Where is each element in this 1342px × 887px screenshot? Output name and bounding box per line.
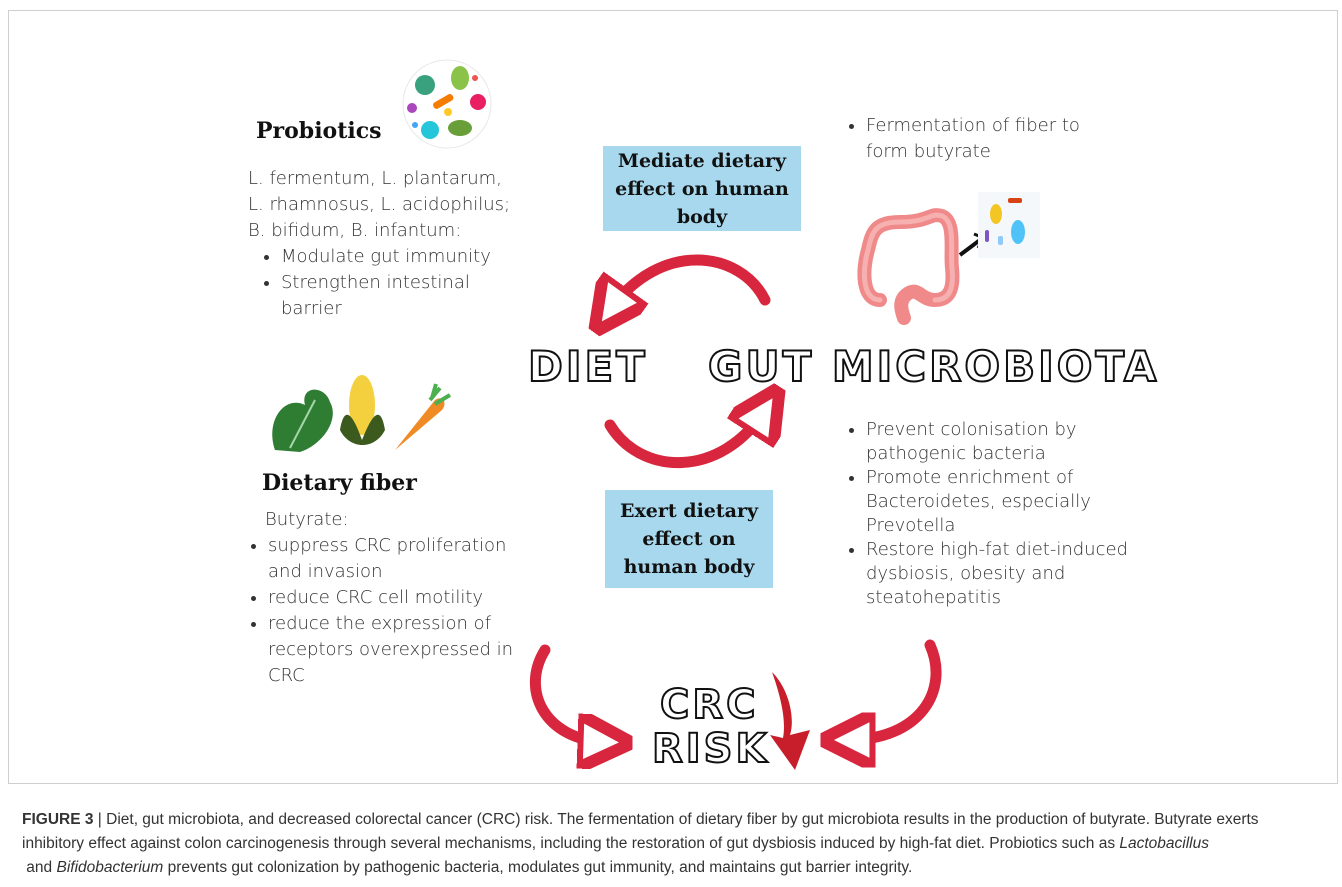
microbiota-top-bullets: Fermentation of fiber to form butyrate	[846, 113, 1106, 165]
bacteria-icon	[978, 192, 1040, 258]
figure-label: FIGURE 3	[22, 811, 94, 828]
colon-icon	[857, 208, 987, 325]
probiotics-species: L. fermentum, L. plantarum, L. rhamnosus…	[248, 166, 548, 244]
arrow-diet-to-gut	[604, 410, 765, 469]
caption-separator: |	[93, 811, 107, 828]
dietary-fiber-bullets: suppress CRC proliferation and invasion …	[248, 533, 533, 689]
caption-italic-lactobacillus: Lactobacillus	[1119, 835, 1209, 852]
figure-caption: FIGURE 3 | Diet, gut microbiota, and dec…	[22, 808, 1322, 880]
vegetables-icon	[272, 375, 452, 452]
arrow-gut-to-diet	[610, 254, 771, 310]
crc-label: CRC	[659, 681, 759, 729]
list-item: reduce CRC cell motility	[268, 585, 533, 611]
arrow-gut-to-crc	[848, 639, 942, 740]
microbes-icon	[402, 59, 492, 149]
probiotics-bullets: Modulate gut immunity Strengthen intesti…	[261, 244, 506, 322]
caption-text-c: prevents gut colonization by pathogenic …	[163, 859, 913, 876]
down-arrow-icon	[770, 672, 810, 770]
list-item: Prevent colonisation by pathogenic bacte…	[866, 418, 1131, 466]
exert-effect-text: Exert dietary effect on human body	[619, 500, 759, 578]
caption-italic-bifidobacterium: Bifidobacterium	[56, 859, 164, 876]
arrow-diet-to-crc	[529, 644, 605, 742]
gut-microbiota-label: GUT MICROBIOTA	[707, 341, 1160, 392]
mediate-effect-text: Mediate dietary effect on human body	[615, 149, 789, 228]
caption-text-a: Diet, gut microbiota, and decreased colo…	[22, 811, 1259, 852]
list-item: suppress CRC proliferation and invasion	[268, 533, 533, 585]
risk-label: RISK	[651, 725, 770, 773]
species-line: L. fermentum, L. plantarum,	[248, 168, 502, 189]
caption-text-b: and	[22, 859, 57, 876]
list-item: reduce the expression of receptors overe…	[268, 611, 533, 689]
list-item: Promote enrichment of Bacteroidetes, esp…	[866, 466, 1131, 538]
list-item: Restore high-fat diet-induced dysbiosis,…	[866, 538, 1131, 610]
species-line: L. rhamnosus, L. acidophilus;	[248, 194, 511, 215]
list-item: Modulate gut immunity	[281, 244, 506, 270]
microbiota-bottom-bullets: Prevent colonisation by pathogenic bacte…	[846, 418, 1131, 610]
list-item: Strengthen intestinal barrier	[281, 270, 506, 322]
figure-frame	[8, 10, 1338, 784]
exert-effect-box: Exert dietary effect on human body	[605, 490, 773, 588]
species-line: B. bifidum, B. infantum:	[248, 220, 462, 241]
list-item: Fermentation of fiber to form butyrate	[866, 113, 1106, 165]
mediate-effect-box: Mediate dietary effect on human body	[603, 146, 801, 231]
butyrate-label: Butyrate:	[265, 509, 349, 530]
dietary-fiber-title: Dietary fiber	[262, 470, 417, 496]
probiotics-title: Probiotics	[256, 118, 382, 144]
diet-label: DIET	[527, 341, 648, 392]
